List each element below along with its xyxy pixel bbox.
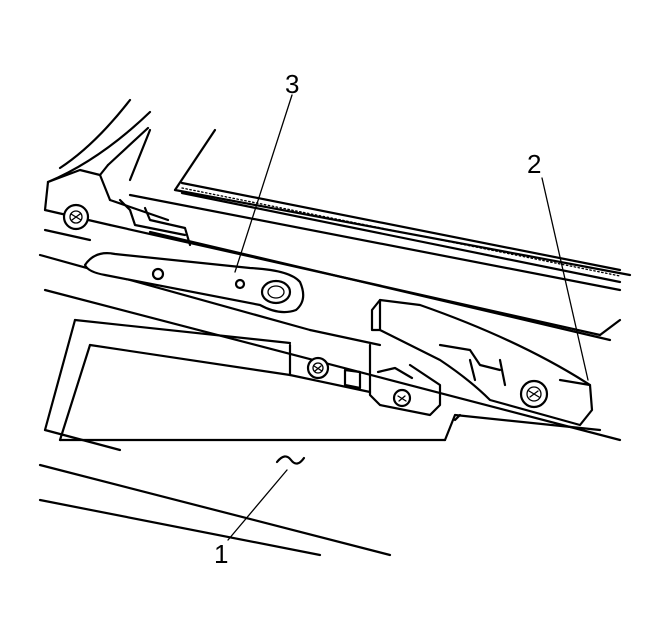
callout-1: 1 xyxy=(214,539,228,569)
inner-pocket xyxy=(288,343,442,417)
headliner-opening xyxy=(38,318,602,557)
leader-lines xyxy=(227,94,589,541)
callout-2: 2 xyxy=(527,149,541,179)
callout-3: 3 xyxy=(285,69,299,99)
screw-left xyxy=(62,203,90,231)
leader-2 xyxy=(541,177,589,381)
tilde-mark xyxy=(275,455,306,465)
hinge-bracket xyxy=(370,298,594,427)
front-bracket xyxy=(118,198,192,247)
rail-end xyxy=(598,318,622,337)
leader-1 xyxy=(227,469,288,541)
leader-3 xyxy=(234,94,293,273)
hinge-link-arm xyxy=(83,252,305,314)
glass-corner xyxy=(43,98,217,222)
